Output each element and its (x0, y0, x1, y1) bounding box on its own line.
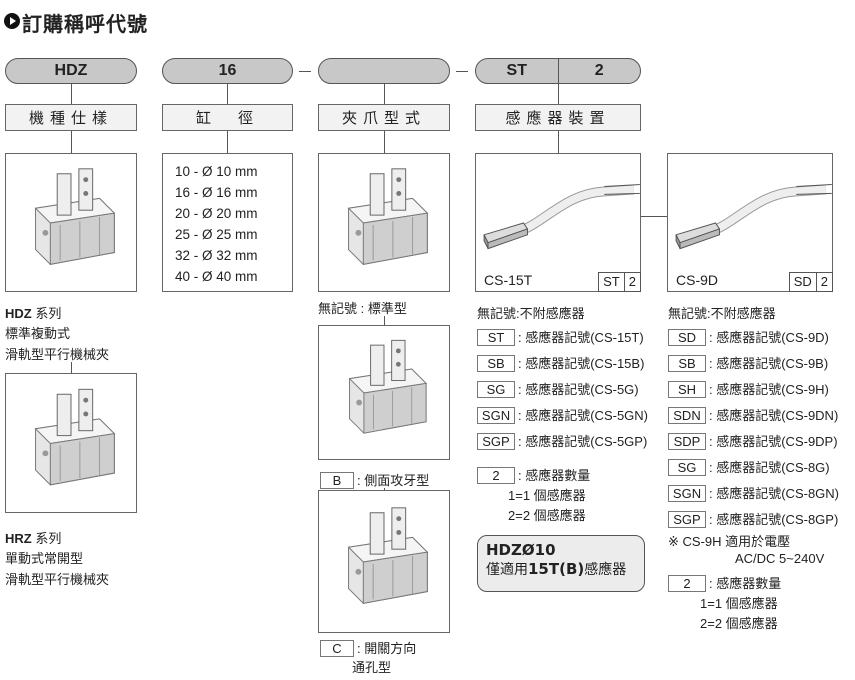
page-title: 訂購稱呼代號 (22, 12, 148, 36)
cs9h-voltage: AC/DC 5~240V (735, 551, 825, 566)
separator-dash (299, 71, 311, 72)
model-spec-label: 機種仕樣 (5, 104, 137, 131)
claw-code-pill (318, 58, 450, 84)
cs9h-remark: ※ CS-9H 適用於電壓 (668, 534, 791, 549)
side-tap-claw-image (318, 325, 450, 460)
hrz-desc-1: 單動式常開型 (5, 551, 84, 566)
sensor-code: ST (476, 59, 559, 83)
sensor-name: CS-9D (676, 272, 719, 288)
sensor-qty-1: 1=1 個感應器 (700, 596, 778, 611)
sensor-option: SGN: 感應器記號(CS-8GN) (668, 483, 839, 502)
model-code-pill: HDZ (5, 58, 137, 84)
connector (71, 362, 72, 373)
hdz-desc-2: 滑軌型平行機械夾 (5, 347, 110, 362)
connector (641, 216, 667, 217)
sensor-option: SB: 感應器記號(CS-15B) (477, 353, 644, 372)
bore-option: 25 - Ø 25 mm (175, 227, 258, 242)
hdz10-note: HDZØ10 僅適用15T(B)感應器 (477, 535, 645, 592)
connector (384, 84, 385, 104)
sensor-qty: 2: 感應器數量 (668, 573, 781, 592)
claw-type-label: 夾爪型式 (318, 104, 450, 131)
bore-option: 40 - Ø 40 mm (175, 269, 258, 284)
bore-list-box (162, 153, 293, 292)
sensor-option: ST: 感應器記號(CS-15T) (477, 327, 644, 346)
sensor-option: SH: 感應器記號(CS-9H) (668, 379, 829, 398)
play-circle-icon (4, 13, 20, 29)
hdz-series-title: HDZ 系列 (5, 306, 62, 321)
connector (384, 488, 385, 490)
sensor-option: SDN: 感應器記號(CS-9DN) (668, 405, 838, 424)
sensor-option: SDP: 感應器記號(CS-9DP) (668, 431, 838, 450)
bore-label: 缸 徑 (162, 104, 293, 131)
sensor-code-pill: ST 2 (475, 58, 641, 84)
hrz-gripper-image (5, 373, 137, 513)
connector (558, 131, 559, 153)
bore-code-pill: 16 (162, 58, 293, 84)
sensor-qty-1: 1=1 個感應器 (508, 488, 586, 503)
connector (227, 131, 228, 153)
sensor-option: SG: 感應器記號(CS-8G) (668, 457, 830, 476)
no-sensor-text: 無記號:不附感應器 (668, 306, 776, 321)
sensor-qty: 2: 感應器數量 (477, 465, 590, 484)
separator-dash (456, 71, 468, 72)
hdz-gripper-image (5, 153, 137, 292)
claw-side-tap: B: 側面攻牙型 (320, 470, 429, 489)
sensor-option: SGP: 感應器記號(CS-8GP) (668, 509, 838, 528)
hdz-desc-1: 標準複動式 (5, 326, 71, 341)
sensor-option: SGN: 感應器記號(CS-5GN) (477, 405, 648, 424)
connector (384, 316, 385, 325)
claw-through-hole-2: 通孔型 (352, 660, 392, 675)
claw-through-hole: C: 開關方向 (320, 638, 416, 657)
standard-claw-image (318, 153, 450, 292)
connector (71, 131, 72, 153)
sensor-option: SG: 感應器記號(CS-5G) (477, 379, 639, 398)
sensor-qty-2: 2=2 個感應器 (700, 616, 778, 631)
no-sensor-text: 無記號:不附感應器 (477, 306, 585, 321)
connector (558, 84, 559, 104)
connector (71, 84, 72, 104)
claw-standard-text: 無記號 : 標準型 (318, 301, 407, 316)
connector (384, 131, 385, 153)
bore-option: 10 - Ø 10 mm (175, 164, 258, 179)
sensor-qty-code: 2 (594, 62, 604, 79)
bore-option: 16 - Ø 16 mm (175, 185, 258, 200)
hrz-desc-2: 滑軌型平行機械夾 (5, 572, 110, 587)
sensor-qty-2: 2=2 個感應器 (508, 508, 586, 523)
connector (227, 84, 228, 104)
bore-option: 32 - Ø 32 mm (175, 248, 258, 263)
sensor-option: SGP: 感應器記號(CS-5GP) (477, 431, 647, 450)
hrz-series-title: HRZ 系列 (5, 531, 62, 546)
sensor-option: SB: 感應器記號(CS-9B) (668, 353, 828, 372)
bore-option: 20 - Ø 20 mm (175, 206, 258, 221)
sensor-option: SD: 感應器記號(CS-9D) (668, 327, 829, 346)
through-hole-claw-image (318, 490, 450, 633)
sensor-device-label: 感應器裝置 (475, 104, 641, 131)
sensor-name: CS-15T (484, 272, 533, 288)
